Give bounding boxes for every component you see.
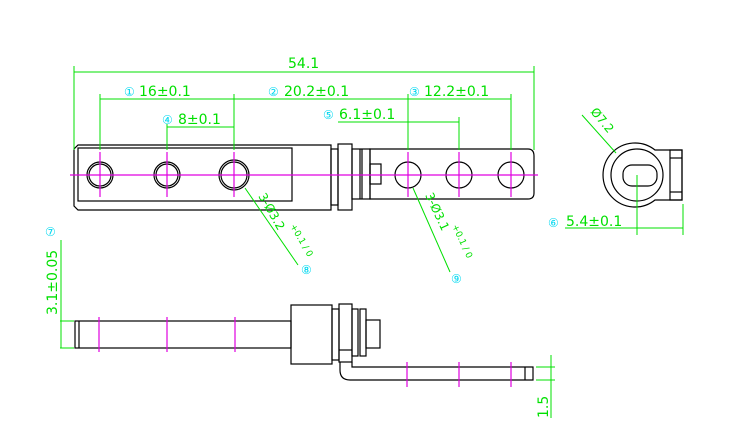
dim-9: 3-Ø3.1 [422, 190, 452, 233]
diameter-label: Ø7.2 [588, 105, 617, 136]
neck [330, 148, 339, 206]
dim-2: 20.2±0.1 [284, 84, 349, 100]
side-view: ⑦ 3.1±0.05 1.5 [45, 225, 555, 418]
callout-5: ⑤ [323, 108, 334, 122]
dim-1: 16±0.1 [139, 84, 191, 100]
tab [369, 163, 382, 185]
dim-6: 5.4±0.1 [566, 214, 622, 230]
dim-8-tol: +0.1 / 0 [287, 223, 314, 260]
thickness-label: 1.5 [536, 396, 552, 418]
right-plate [369, 148, 535, 200]
dim-4: 8±0.1 [178, 112, 221, 128]
callout-8: ⑧ [301, 263, 312, 277]
callout-6: ⑥ [548, 216, 559, 230]
dim-3: 12.2±0.1 [424, 84, 489, 100]
dim-7: 3.1±0.05 [45, 250, 61, 315]
spring-rings [351, 148, 371, 200]
dim-5: 6.1±0.1 [339, 107, 395, 123]
top-dimensions: 54.1 ① 16±0.1 ② 20.2±0.1 ③ 12.2±0.1 ④ 8±… [73, 56, 535, 150]
collar [337, 143, 353, 211]
callout-2: ② [268, 85, 279, 99]
callout-1: ① [124, 85, 135, 99]
end-view: Ø7.2 ⑥ 5.4±0.1 [548, 105, 684, 235]
callout-9: ⑨ [451, 272, 462, 286]
overall-length: 54.1 [288, 56, 319, 72]
callout-4: ④ [162, 113, 173, 127]
top-view [70, 143, 538, 211]
callout-3: ③ [409, 85, 420, 99]
dim-9-tol: +0.1 / 0 [449, 223, 474, 260]
callout-7: ⑦ [45, 225, 56, 239]
hole-callouts: 3-Ø3.2 +0.1 / 0 ⑧ 3-Ø3.1 +0.1 / 0 ⑨ [244, 187, 474, 286]
centerlines [70, 152, 538, 197]
